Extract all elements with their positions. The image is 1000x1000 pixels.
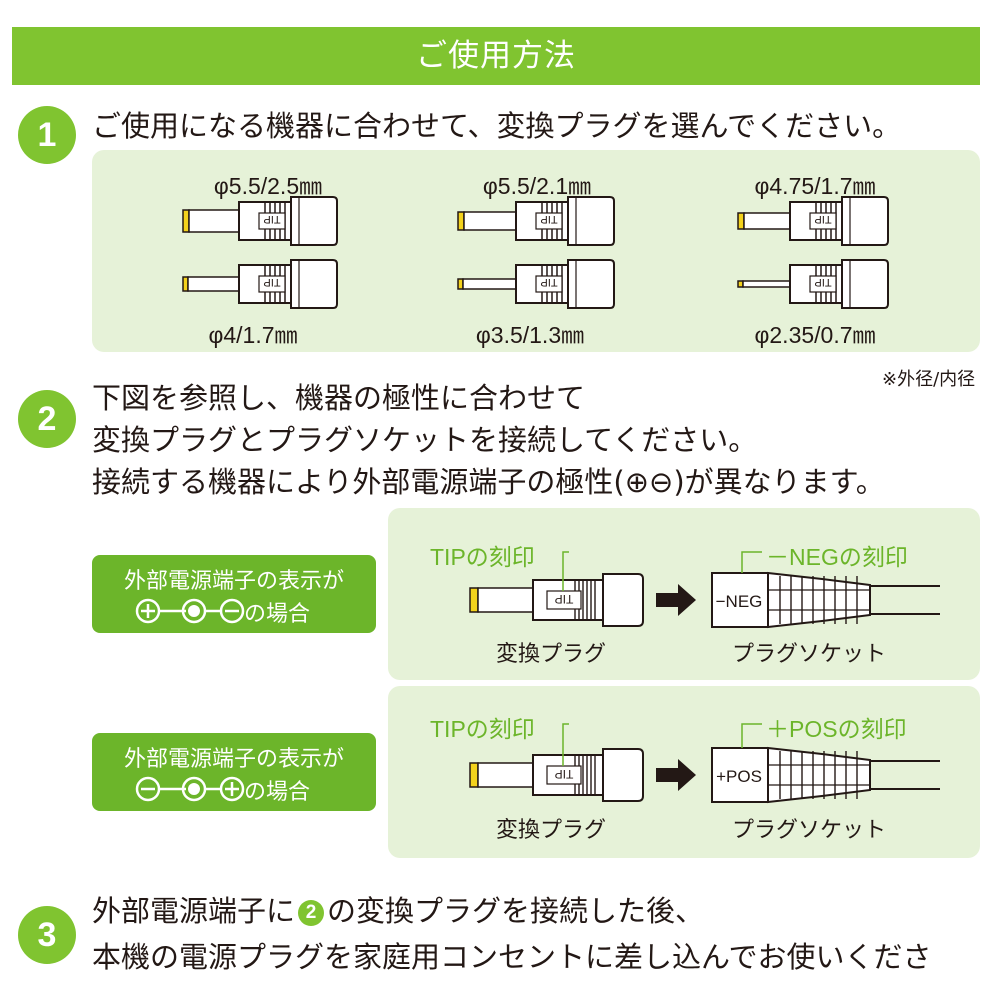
plug-label: φ4.75/1.7㎜ — [754, 173, 876, 199]
socket-mark-text: +POS — [716, 767, 762, 786]
adapter-plug-icon: TIP — [457, 196, 615, 246]
socket-body — [711, 747, 769, 803]
step-1-text: ご使用になる機器に合わせて、変換プラグを選んでください。 — [92, 109, 902, 143]
plug-illustrations: TIP TIP TIP TIP TIP TIP — [182, 196, 889, 309]
step-2-ref-badge: 2 — [298, 900, 325, 926]
step-2-line-1: 下図を参照し、機器の極性に合わせて — [92, 381, 586, 415]
diameter-note: ※外径/内径 — [882, 369, 976, 390]
tip-mark-text: TIP — [540, 276, 557, 288]
plug-label: φ4/1.7㎜ — [208, 322, 298, 348]
plug-selection-panel — [92, 150, 980, 352]
section-title: ご使用方法 — [416, 38, 576, 74]
plug-label: φ2.35/0.7㎜ — [754, 322, 876, 348]
socket-caption: プラグソケット — [732, 642, 887, 667]
connection-diagram: TIP +POS — [469, 723, 940, 804]
polarity-symbol-row: の場合 — [92, 596, 376, 627]
arrow-right-icon — [656, 584, 696, 616]
step-3-badge: 3 — [18, 906, 76, 964]
tip-mark-label: TIPの刻印 — [430, 716, 535, 742]
tip-mark-text: TIP — [555, 767, 574, 781]
plug-label: φ5.5/2.5㎜ — [213, 173, 323, 199]
connection-illustrations: TIP −NEG TIP +POS — [469, 551, 940, 804]
connection-diagram: TIP −NEG — [469, 551, 940, 629]
polarity-display-box-1: 外部電源端子の表示が の場合 — [92, 555, 376, 633]
tip-mark-text: TIP — [263, 276, 280, 288]
section-header: ご使用方法 — [12, 27, 980, 85]
step-3-text-post: の変換プラグを接続した後、 — [327, 894, 705, 928]
tip-leader-line — [562, 551, 569, 591]
cable — [870, 585, 940, 615]
socket-mark-text: −NEG — [716, 592, 763, 611]
step-3-line-2: 本機の電源プラグを家庭用コンセントに差し込んでお使いくださ — [92, 940, 932, 974]
polarity-display-box-2: 外部電源端子の表示が の場合 — [92, 733, 376, 811]
step-1-badge: 1 — [18, 106, 76, 164]
center-negative-symbol-icon — [135, 598, 245, 624]
display-suffix: の場合 — [244, 602, 311, 627]
tip-end — [469, 587, 479, 613]
step-2-line-3: 接続する機器により外部電源端子の極性(⊕⊖)が異なります。 — [92, 465, 885, 499]
center-positive-symbol-icon — [135, 776, 245, 802]
plug-label: φ5.5/2.1㎜ — [482, 173, 592, 199]
display-caption: 外部電源端子の表示が — [123, 747, 344, 772]
adapter-plug-icon: TIP — [182, 196, 338, 246]
tip-mark-text: TIP — [555, 592, 574, 606]
arrow-right-icon — [656, 759, 696, 791]
tip-mark-text: TIP — [540, 213, 557, 225]
plug-caption: 変換プラグ — [496, 642, 607, 667]
tip-mark-text: TIP — [814, 213, 831, 225]
display-suffix: の場合 — [244, 780, 311, 805]
adapter-plug-icon: TIP — [457, 259, 615, 309]
cable — [870, 760, 940, 790]
tip-end — [469, 762, 479, 788]
tip-leader-line — [562, 723, 569, 766]
tip-mark-text: TIP — [814, 276, 831, 288]
adapter-plug-icon: TIP — [737, 196, 889, 246]
adapter-plug-icon: TIP — [737, 259, 889, 309]
plug-label: φ3.5/1.3㎜ — [475, 322, 585, 348]
step-2-badge: 2 — [18, 390, 76, 448]
step-2-line-2: 変換プラグとプラグソケットを接続してください。 — [92, 423, 758, 457]
display-caption: 外部電源端子の表示が — [123, 569, 344, 594]
socket-leader-line — [741, 551, 762, 573]
adapter-plug-icon: TIP — [182, 259, 338, 309]
tip-mark-text: TIP — [263, 213, 280, 225]
polarity-symbol-row: の場合 — [92, 774, 376, 805]
socket-caption: プラグソケット — [732, 818, 887, 843]
neg-mark-label: －NEGの刻印 — [766, 544, 908, 570]
tip-mark-label: TIPの刻印 — [430, 544, 535, 570]
step-3-text-pre: 外部電源端子に — [92, 894, 296, 928]
plug-caption: 変換プラグ — [496, 818, 607, 843]
pos-mark-label: ＋POSの刻印 — [766, 716, 907, 742]
socket-leader-line — [741, 723, 762, 748]
